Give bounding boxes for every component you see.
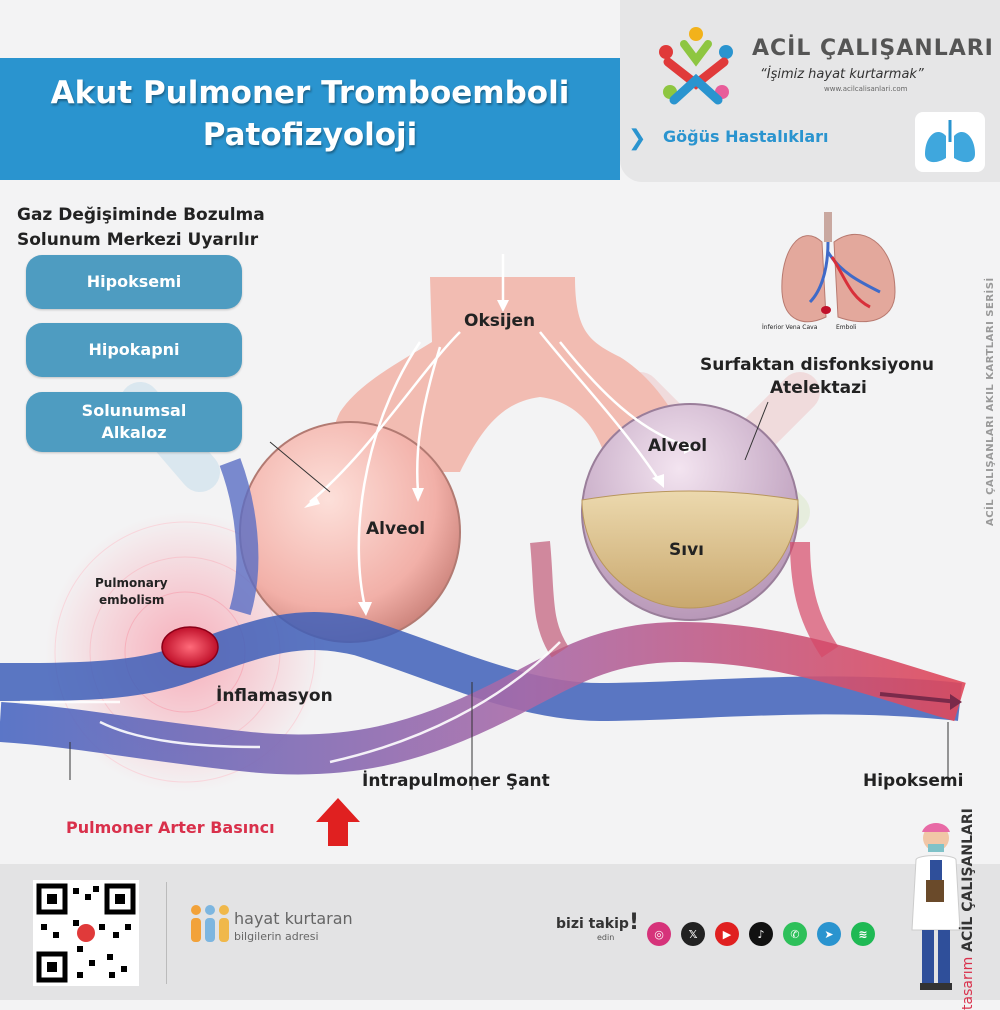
whatsapp-icon[interactable]: ✆ bbox=[783, 922, 807, 946]
airway bbox=[331, 277, 700, 482]
lung-icon bbox=[925, 120, 975, 163]
outflow-arrowhead bbox=[950, 694, 962, 710]
atelectasis-label: Atelektazi bbox=[770, 378, 867, 398]
capillary-left bbox=[219, 458, 259, 616]
outflow-arrow bbox=[879, 692, 959, 704]
exclamation-icon: ! bbox=[629, 910, 640, 935]
title-line-2: Patofizyoloji bbox=[202, 117, 418, 153]
embolism-label-line2: embolism bbox=[99, 593, 165, 607]
pointer-lines bbox=[69, 401, 949, 790]
page-title: Akut Pulmoner Tromboemboli Patofizyoloji bbox=[0, 72, 620, 156]
blood-flow-arrows bbox=[20, 641, 561, 764]
shunt-label: İntrapulmoner Şant bbox=[362, 771, 550, 791]
chevron-right-icon: ❯ bbox=[628, 126, 647, 151]
design-credit: tasarım ACİL ÇALIŞANLARI bbox=[960, 808, 976, 1010]
follow-sub-label: edin bbox=[597, 933, 615, 942]
pill-label: Solunumsal bbox=[81, 401, 187, 420]
surfactant-label: Surfaktan disfonksiyonu bbox=[700, 355, 935, 375]
arrowheads bbox=[304, 300, 696, 616]
series-text: ACİL ÇALIŞANLARI AKIL KARTLARI SERİSİ bbox=[985, 277, 996, 526]
design-credit-text: tasarım ACİL ÇALIŞANLARI bbox=[960, 808, 976, 1010]
pill-label: Hipoksemi bbox=[86, 272, 182, 291]
youtube-icon[interactable]: ▶ bbox=[715, 922, 739, 946]
lung-icon-box bbox=[915, 112, 985, 172]
footer bbox=[0, 864, 1000, 1000]
pill-hipokapni: Hipokapni bbox=[26, 323, 242, 377]
category-label[interactable]: Göğüs Hastalıkları bbox=[663, 127, 829, 146]
fluid-layer bbox=[581, 490, 799, 609]
x-icon[interactable]: 𝕏 bbox=[681, 922, 705, 946]
capillary-far-right bbox=[790, 541, 839, 658]
oxygen-label: Oksijen bbox=[464, 311, 536, 331]
pill-solunumsal-alkaloz: Solunumsal Alkaloz bbox=[26, 392, 242, 452]
brand-slogan: “İşimiz hayat kurtarmak” bbox=[760, 67, 924, 82]
embolism-clot bbox=[161, 626, 219, 668]
tiktok-icon[interactable]: ♪ bbox=[749, 922, 773, 946]
alveol-left-label: Alveol bbox=[366, 519, 426, 539]
spotify-icon[interactable]: ≋ bbox=[851, 922, 875, 946]
respiratory-center-heading: Solunum Merkezi Uyarılır bbox=[17, 230, 259, 250]
qr-code-icon bbox=[36, 883, 136, 983]
people-logo-icon bbox=[191, 905, 229, 942]
pulmonary-vessel-lower bbox=[0, 612, 963, 722]
brand-logo-icon bbox=[659, 27, 733, 105]
tagline-main: hayat kurtaran bbox=[234, 909, 353, 928]
alveolus-left bbox=[239, 421, 461, 643]
pathophysiology-diagram bbox=[0, 212, 966, 792]
oxygen-arrows bbox=[309, 254, 691, 608]
brand-name: ACİL ÇALIŞANLARI bbox=[752, 36, 994, 61]
series-vertical-label: ACİL ÇALIŞANLARI AKIL KARTLARI SERİSİ bbox=[985, 266, 1000, 526]
instagram-icon[interactable]: ◎ bbox=[647, 922, 671, 946]
inset-emboli-label: Emboli bbox=[836, 324, 857, 331]
footer-divider bbox=[166, 882, 167, 984]
lung-anatomy-inset bbox=[781, 212, 896, 323]
tagline-sub: bilgilerin adresi bbox=[234, 930, 319, 943]
design-prefix: tasarım bbox=[960, 956, 976, 1010]
fluid-label: Sıvı bbox=[669, 540, 704, 560]
pill-label: Hipokapni bbox=[88, 340, 180, 359]
pill-label: Alkaloz bbox=[101, 423, 167, 442]
brand-url[interactable]: www.acilcalisanlari.com bbox=[824, 85, 908, 93]
qr-code[interactable] bbox=[33, 880, 139, 986]
title-line-1: Akut Pulmoner Tromboemboli bbox=[50, 75, 570, 111]
embolism-ring bbox=[54, 521, 316, 783]
title-banner bbox=[0, 58, 620, 180]
telegram-icon[interactable]: ➤ bbox=[817, 922, 841, 946]
capillary-right bbox=[530, 541, 569, 658]
follow-label: bizi takip bbox=[556, 916, 629, 932]
embolism-label-line1: Pulmonary bbox=[95, 576, 168, 590]
pressure-label: Pulmoner Arter Basıncı bbox=[66, 818, 275, 837]
inflammation-label: İnflamasyon bbox=[216, 686, 333, 706]
doctor-illustration-icon bbox=[911, 823, 961, 990]
arrow-up-icon bbox=[316, 798, 360, 846]
pill-hipoksemi: Hipoksemi bbox=[26, 255, 242, 309]
alveol-right-label: Alveol bbox=[648, 436, 708, 456]
design-brand: ACİL ÇALIŞANLARI bbox=[960, 808, 976, 952]
hypoxemia-label: Hipoksemi bbox=[863, 771, 964, 791]
gas-exchange-heading: Gaz Değişiminde Bozulma bbox=[17, 205, 265, 225]
inset-ivc-label: İnferior Vena Cava bbox=[762, 324, 818, 331]
